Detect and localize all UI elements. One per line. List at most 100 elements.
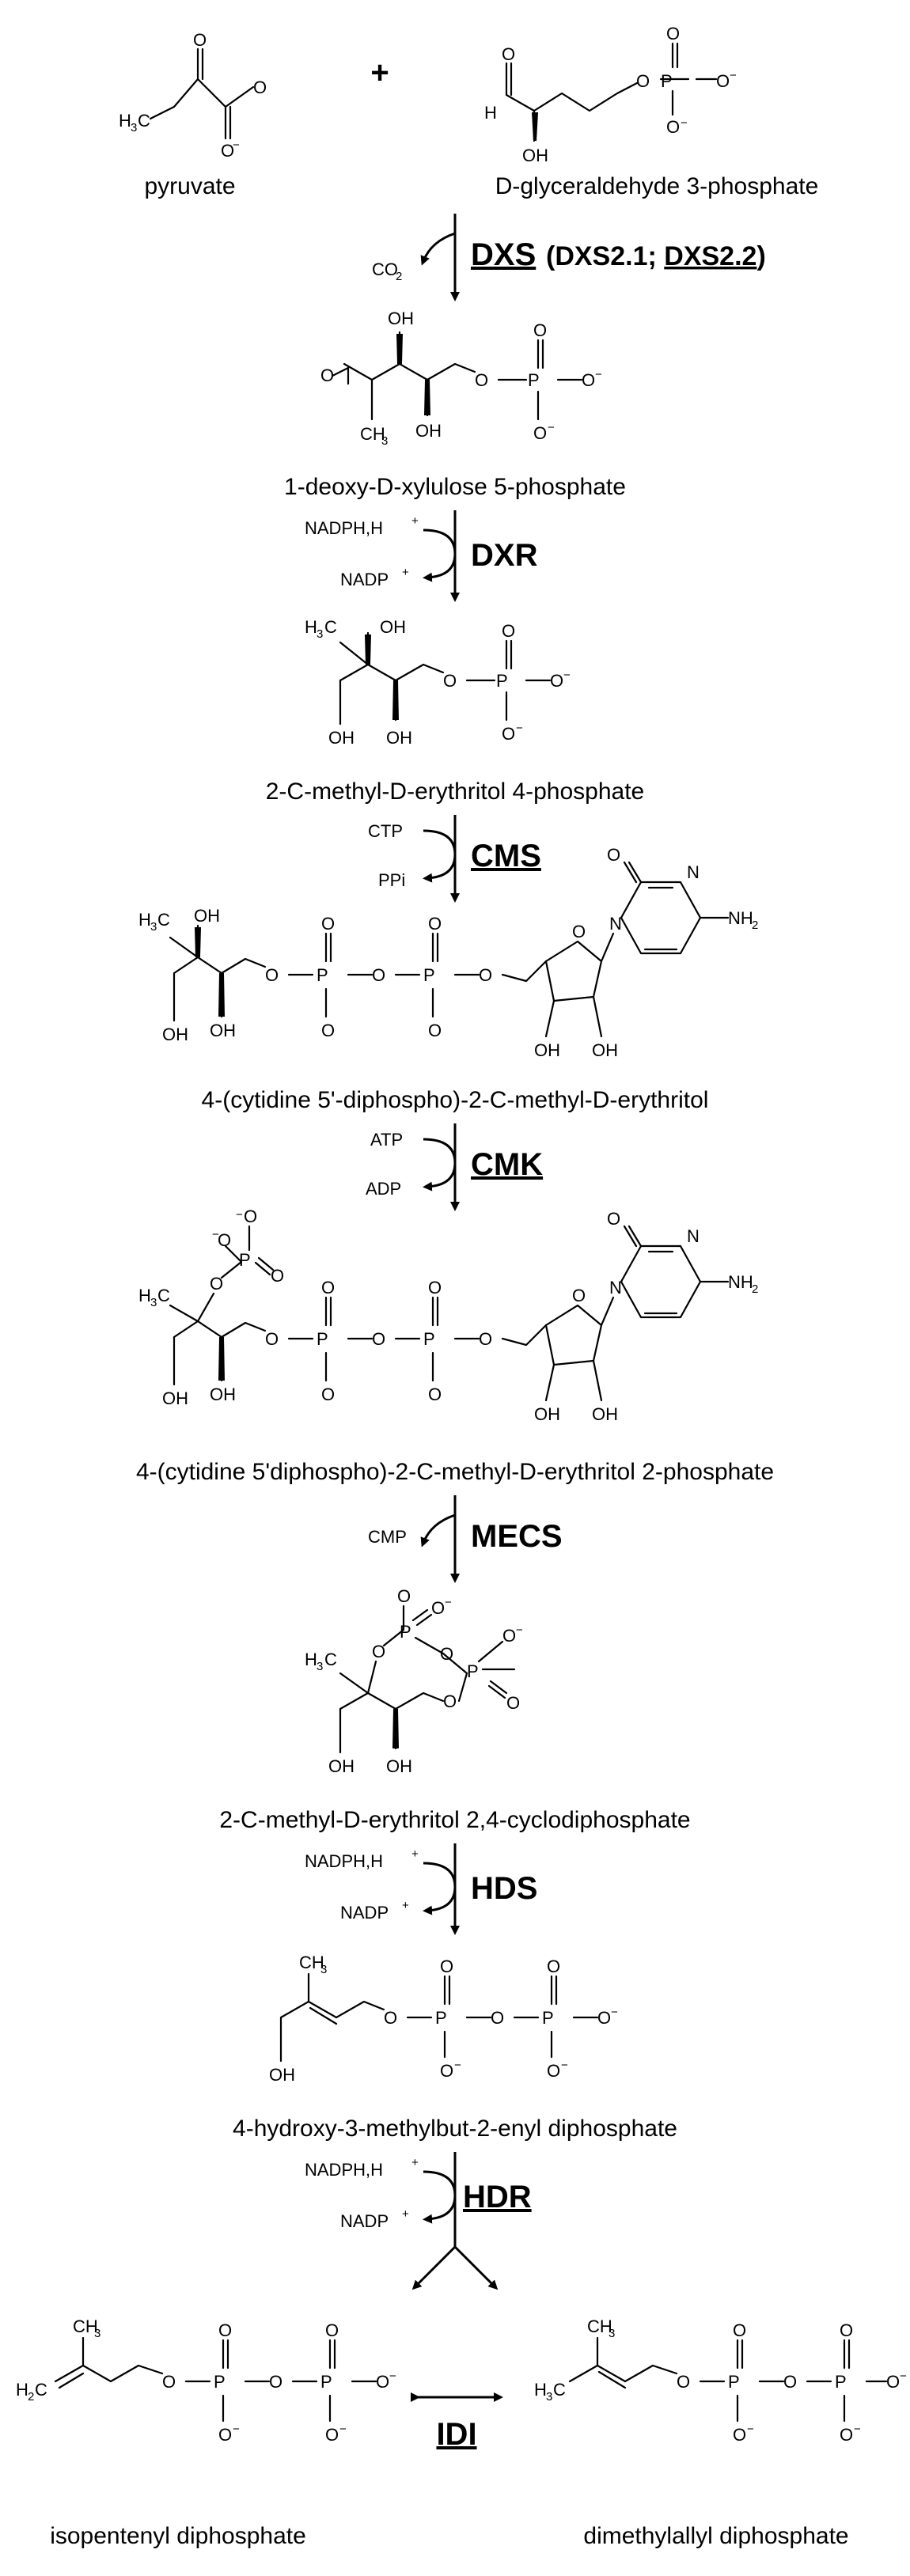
atom-label: N bbox=[609, 1278, 622, 1297]
atom-label: OH bbox=[328, 1756, 355, 1776]
atom-label: N bbox=[687, 1226, 700, 1246]
mep-label: 2-C-methyl-D-erythritol 4-phosphate bbox=[266, 778, 645, 805]
atom-label: + bbox=[411, 1847, 419, 1861]
atom-label: 2 bbox=[28, 2390, 34, 2404]
atom-label: OH bbox=[386, 1756, 412, 1776]
atom-label: OH bbox=[592, 1040, 618, 1060]
chemical-bond bbox=[365, 635, 371, 665]
atom-label: O bbox=[502, 44, 515, 64]
atom-label: 3 bbox=[317, 627, 323, 641]
atom-label: O bbox=[372, 965, 385, 985]
atom-label: − bbox=[561, 2059, 568, 2072]
chemical-bond bbox=[287, 1296, 548, 1382]
enzyme-idi: IDI bbox=[436, 2417, 476, 2452]
atom-label: P bbox=[317, 1329, 328, 1349]
gap-structure: O H OH O P O O − O − bbox=[484, 24, 737, 165]
atom-label: O bbox=[479, 965, 492, 985]
dxr-cofactor-arrow bbox=[423, 528, 457, 582]
atom-label: OH bbox=[380, 617, 406, 637]
atom-label: O bbox=[440, 1644, 453, 1664]
atom-label: O bbox=[443, 1691, 457, 1711]
atom-label: − bbox=[747, 2423, 754, 2436]
dmapp-structure: CH 3 H 3 C O P O O − O P O O − O − bbox=[534, 2317, 907, 2445]
atom-label: O bbox=[550, 671, 563, 691]
atom-label: − bbox=[389, 2370, 396, 2383]
atom-label: O bbox=[321, 1278, 335, 1297]
atom-label: 2 bbox=[752, 919, 758, 932]
atom-label: P bbox=[835, 2372, 847, 2392]
chemical-bond bbox=[544, 932, 615, 1038]
atom-label: O bbox=[733, 2320, 746, 2340]
atom-label: C bbox=[138, 111, 150, 131]
atom-label: − bbox=[516, 1623, 523, 1637]
atom-label: 3 bbox=[320, 1963, 327, 1976]
atom-label: 3 bbox=[317, 1660, 323, 1673]
mecpp-structure: H 3 C O P O O − O P O − O O OH OH bbox=[305, 1586, 523, 1776]
atom-label: O bbox=[193, 30, 207, 50]
atom-label: O bbox=[502, 621, 515, 641]
atom-label: − bbox=[595, 368, 602, 381]
atom-label: O bbox=[716, 71, 730, 91]
dmapp-label: dimethylallyl diphosphate bbox=[583, 2523, 848, 2549]
chemical-bond bbox=[620, 861, 730, 955]
chemical-bond bbox=[279, 1972, 385, 2063]
cmp-release-arrow bbox=[420, 1513, 456, 1547]
enzyme-hds: HDS bbox=[471, 1871, 537, 1906]
atom-label: C bbox=[35, 2380, 47, 2400]
atom-label: P bbox=[496, 671, 508, 691]
hmbpp-label: 4-hydroxy-3-methylbut-2-enyl diphosphate bbox=[233, 2116, 677, 2142]
atom-label: NH bbox=[728, 1272, 753, 1292]
atom-label: O bbox=[547, 1957, 560, 1976]
atom-label: O bbox=[597, 2008, 611, 2028]
dxp-structure: O CH 3 OH OH O P O O − O − bbox=[320, 309, 602, 448]
atom-label: O bbox=[253, 78, 267, 97]
atom-label: O bbox=[840, 2425, 853, 2445]
chemical-bond bbox=[620, 1225, 730, 1319]
atom-label: P bbox=[467, 1661, 479, 1681]
atom-label: OH bbox=[522, 146, 548, 165]
atom-label: OH bbox=[162, 1388, 188, 1408]
atom-label: P bbox=[239, 1250, 251, 1270]
atom-label: H bbox=[16, 2380, 28, 2400]
atom-label: − bbox=[454, 2059, 461, 2072]
atom-label: O bbox=[265, 1329, 279, 1349]
chemical-bond bbox=[544, 1296, 615, 1402]
atom-label: 2 bbox=[752, 1282, 758, 1296]
atom-label: H bbox=[119, 111, 131, 131]
chemical-bond bbox=[532, 112, 538, 141]
chemical-bond bbox=[339, 631, 445, 725]
dxp-label: 1-deoxy-D-xylulose 5-phosphate bbox=[284, 474, 626, 500]
chemical-bond bbox=[218, 1337, 225, 1381]
atom-label: N bbox=[609, 914, 622, 934]
atom-label: PPi bbox=[378, 870, 405, 890]
atom-label: OH bbox=[534, 1404, 560, 1424]
atom-label: O bbox=[372, 1329, 385, 1349]
atom-label: O bbox=[607, 1209, 620, 1229]
atom-label: 2 bbox=[396, 270, 402, 283]
chemical-bond bbox=[659, 42, 718, 116]
chemical-bond bbox=[339, 1660, 445, 1754]
atom-label: 3 bbox=[381, 434, 388, 448]
atom-label: O bbox=[479, 1329, 492, 1349]
atom-label: OH bbox=[534, 1040, 560, 1060]
atom-label: O bbox=[210, 1274, 223, 1294]
atom-label: H bbox=[138, 1286, 151, 1305]
chemical-bond bbox=[169, 1292, 267, 1386]
atom-label: C bbox=[553, 2380, 566, 2400]
atom-label: 3 bbox=[609, 2327, 615, 2340]
atom-label: P bbox=[423, 1329, 435, 1349]
chemical-bond bbox=[149, 47, 255, 140]
atom-label: O bbox=[321, 1385, 335, 1404]
chemical-bond bbox=[505, 62, 639, 142]
enzyme-hdr: HDR bbox=[463, 2180, 532, 2214]
atom-label: + bbox=[411, 514, 419, 528]
chemical-bond bbox=[287, 932, 548, 1018]
chemical-bond bbox=[331, 339, 583, 421]
atom-label: H bbox=[534, 2380, 547, 2400]
atom-label: 3 bbox=[546, 2390, 552, 2404]
atom-label: O bbox=[321, 1021, 335, 1040]
atom-label: − bbox=[730, 69, 737, 82]
atom-label: O bbox=[265, 965, 279, 985]
atom-label: H bbox=[484, 103, 497, 123]
